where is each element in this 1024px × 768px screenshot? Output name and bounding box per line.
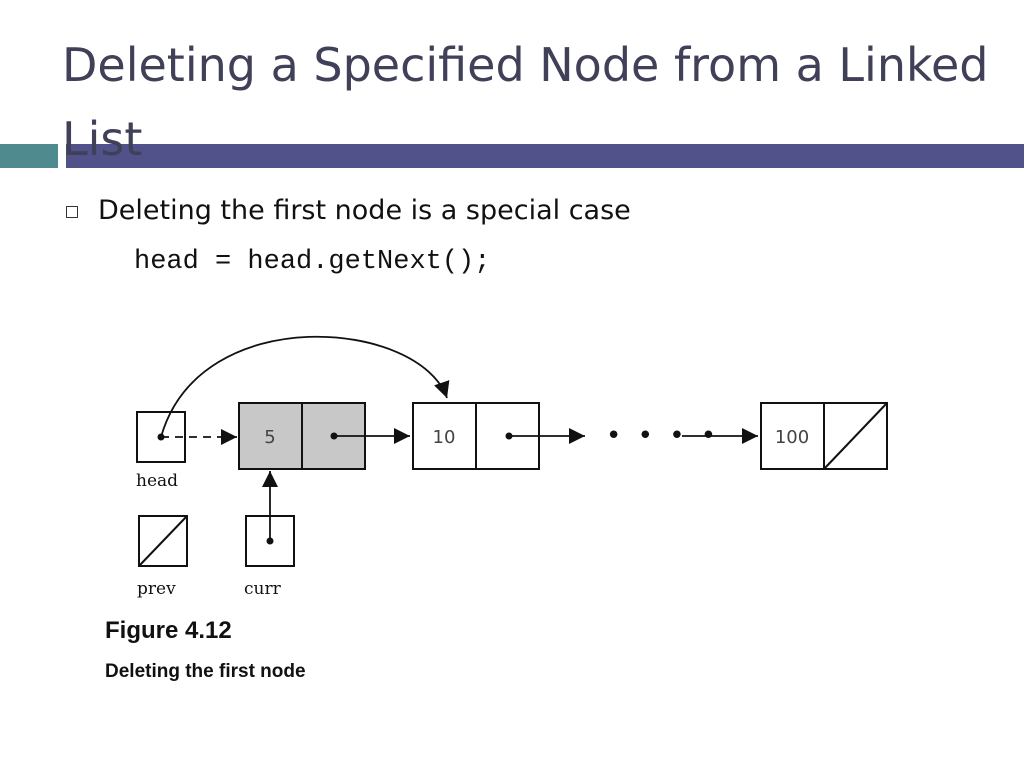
title-accent-bar-purple (66, 144, 1024, 168)
node-data-cell (760, 402, 825, 470)
prev-null-slash (138, 515, 188, 567)
node-data-cell (412, 402, 477, 470)
new-head-link-curve (160, 335, 450, 438)
bullet-square-icon (66, 206, 78, 218)
node-value: 10 (433, 427, 456, 448)
node-data-cell (238, 402, 303, 470)
slide-title: Deleting a Specified Node from a Linked … (62, 38, 989, 166)
node-100: 100 (760, 402, 888, 470)
null-pointer-slash (823, 402, 888, 470)
prev-label: prev (137, 579, 176, 599)
title-accent-bar-teal (0, 144, 58, 168)
node-value: 5 (264, 427, 275, 448)
node-value: 100 (775, 427, 809, 448)
figure-caption: Deleting the first node (105, 661, 306, 682)
head-label: head (136, 471, 178, 491)
figure-number: Figure 4.12 (105, 617, 232, 644)
code-line: head = head.getNext(); (134, 247, 491, 277)
curr-label: curr (244, 579, 282, 599)
bullet-text: Deleting the first node is a special cas… (98, 195, 631, 226)
node-5: 5 (238, 402, 366, 470)
